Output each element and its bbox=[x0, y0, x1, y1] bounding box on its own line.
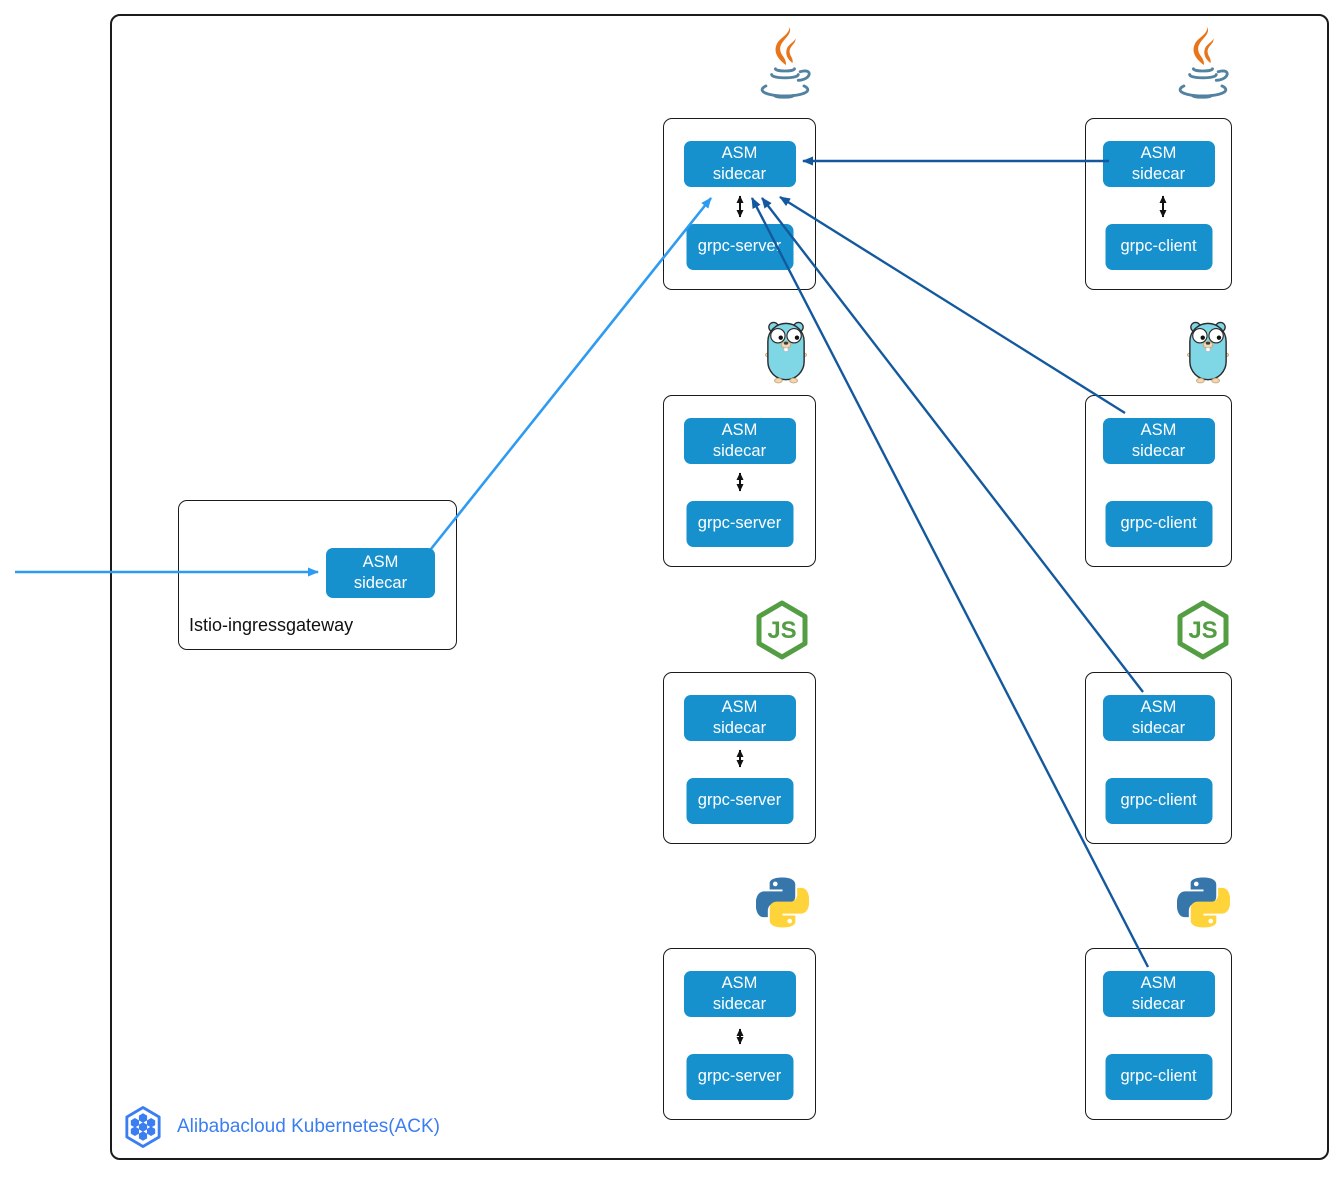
asm-sidecar-label-line2: sidecar bbox=[1131, 995, 1186, 1013]
footer-brand: Alibabacloud Kubernetes(ACK) bbox=[124, 1106, 440, 1148]
asm-sidecar-label-line1: ASM bbox=[1140, 143, 1177, 162]
grpc-server-button: grpc-server bbox=[686, 224, 793, 270]
grpc-client-button: grpc-client bbox=[1105, 1054, 1212, 1100]
asm-sidecar-label-line2: sidecar bbox=[353, 574, 408, 592]
asm-sidecar-label-line1: ASM bbox=[721, 143, 758, 162]
asm-sidecar-button: ASM sidecar bbox=[1102, 141, 1215, 187]
asm-sidecar-label-line2: sidecar bbox=[712, 165, 767, 183]
asm-sidecar-label-line1: ASM bbox=[721, 697, 758, 716]
ack-hexagon-icon bbox=[124, 1106, 162, 1148]
istio-ingressgateway-box: ASM sidecar Istio-ingressgateway bbox=[178, 500, 457, 650]
asm-sidecar-button: ASM sidecar bbox=[683, 418, 796, 464]
grpc-server-button: grpc-server bbox=[686, 778, 793, 824]
service-box-java-server: ASM sidecar grpc-server bbox=[663, 118, 816, 290]
asm-sidecar-label-line2: sidecar bbox=[1131, 165, 1186, 183]
service-box-nodejs-server: ASM sidecar grpc-server bbox=[663, 672, 816, 844]
asm-sidecar-button: ASM sidecar bbox=[1102, 418, 1215, 464]
grpc-server-button: grpc-server bbox=[686, 1054, 793, 1100]
asm-sidecar-button: ASM sidecar bbox=[683, 971, 796, 1017]
asm-sidecar-button: ASM sidecar bbox=[1102, 971, 1215, 1017]
asm-sidecar-button: ASM sidecar bbox=[683, 695, 796, 741]
gopher-icon bbox=[765, 319, 807, 385]
service-box-go-client: ASM sidecar grpc-client bbox=[1085, 395, 1232, 567]
gopher-icon bbox=[1187, 319, 1229, 385]
asm-sidecar-label-line1: ASM bbox=[1140, 973, 1177, 992]
nodejs-icon bbox=[1176, 600, 1230, 660]
asm-sidecar-label-line1: ASM bbox=[362, 552, 399, 571]
grpc-client-button: grpc-client bbox=[1105, 778, 1212, 824]
nodejs-icon bbox=[755, 600, 809, 660]
python-icon bbox=[1177, 876, 1230, 929]
asm-sidecar-button: ASM sidecar bbox=[326, 548, 435, 598]
asm-sidecar-button: ASM sidecar bbox=[683, 141, 796, 187]
asm-sidecar-label-line2: sidecar bbox=[1131, 442, 1186, 460]
asm-sidecar-label-line1: ASM bbox=[1140, 697, 1177, 716]
asm-sidecar-label-line1: ASM bbox=[721, 420, 758, 439]
asm-sidecar-label-line2: sidecar bbox=[712, 719, 767, 737]
asm-sidecar-label-line1: ASM bbox=[721, 973, 758, 992]
asm-sidecar-label-line1: ASM bbox=[1140, 420, 1177, 439]
grpc-server-button: grpc-server bbox=[686, 501, 793, 547]
service-box-python-server: ASM sidecar grpc-server bbox=[663, 948, 816, 1120]
asm-sidecar-label-line2: sidecar bbox=[712, 995, 767, 1013]
grpc-client-button: grpc-client bbox=[1105, 501, 1212, 547]
grpc-client-button: grpc-client bbox=[1105, 224, 1212, 270]
asm-sidecar-label-line2: sidecar bbox=[1131, 719, 1186, 737]
service-box-python-client: ASM sidecar grpc-client bbox=[1085, 948, 1232, 1120]
asm-sidecar-label-line2: sidecar bbox=[712, 442, 767, 460]
java-icon bbox=[753, 27, 815, 105]
footer-label: Alibabacloud Kubernetes(ACK) bbox=[177, 1116, 440, 1137]
python-icon bbox=[756, 876, 809, 929]
asm-sidecar-button: ASM sidecar bbox=[1102, 695, 1215, 741]
service-box-go-server: ASM sidecar grpc-server bbox=[663, 395, 816, 567]
service-box-java-client: ASM sidecar grpc-client bbox=[1085, 118, 1232, 290]
java-icon bbox=[1171, 27, 1233, 105]
gateway-label: Istio-ingressgateway bbox=[189, 615, 354, 635]
service-box-nodejs-client: ASM sidecar grpc-client bbox=[1085, 672, 1232, 844]
